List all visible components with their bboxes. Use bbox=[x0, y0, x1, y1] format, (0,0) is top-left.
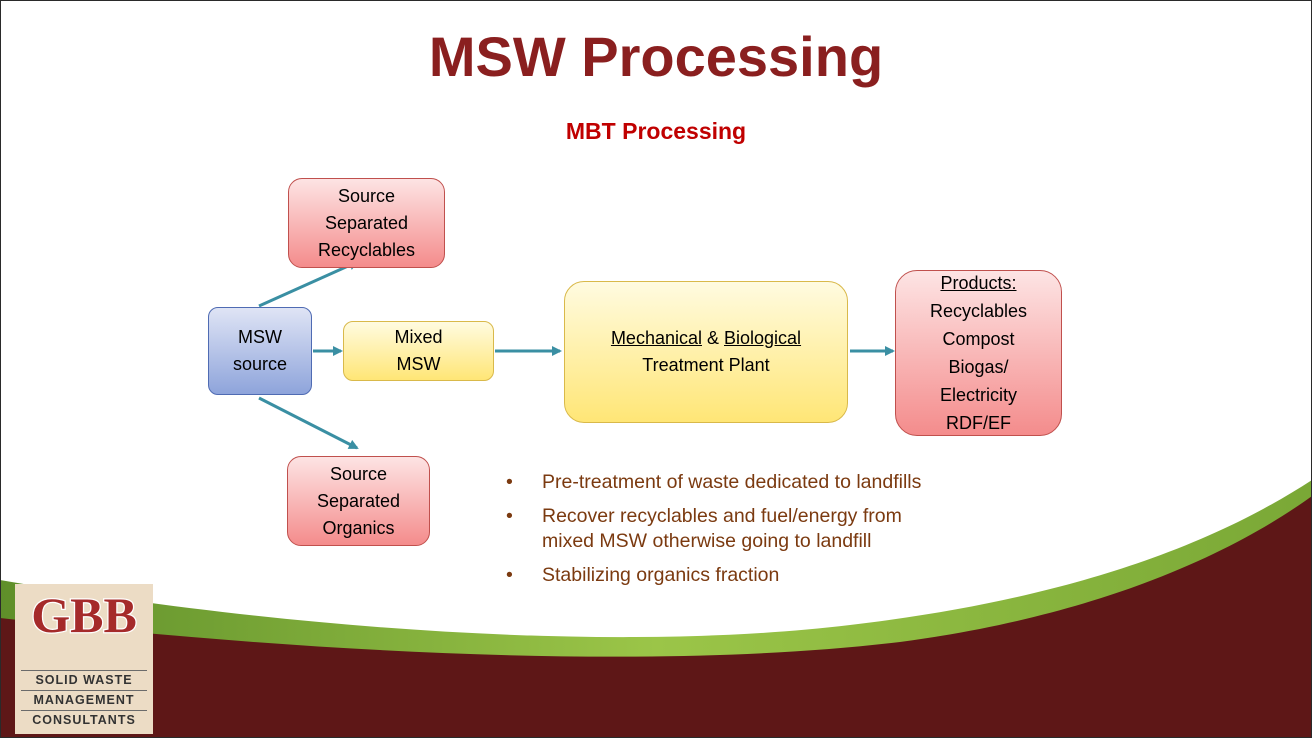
node-msw-source: MSW source bbox=[208, 307, 312, 395]
node-recyclables-line2: Separated bbox=[324, 212, 409, 233]
arrow-to-organics bbox=[258, 396, 359, 450]
page-title: MSW Processing bbox=[428, 25, 884, 88]
gbb-logo: GBB SOLID WASTE MANAGEMENT CONSULTANTS bbox=[15, 584, 153, 734]
node-organics-line2: Separated bbox=[316, 490, 401, 511]
node-organics-line1: Source bbox=[329, 463, 388, 484]
page-subtitle: MBT Processing bbox=[565, 118, 747, 144]
bullet-text: Stabilizing organics fraction bbox=[542, 564, 780, 586]
products-item: Compost bbox=[942, 329, 1015, 349]
products-item: Biogas/ bbox=[948, 357, 1009, 377]
swoosh-dark bbox=[0, 496, 1312, 738]
logo-line-2: MANAGEMENT bbox=[21, 690, 147, 707]
node-mixed-line2: MSW bbox=[396, 354, 441, 374]
bullet-text: Pre-treatment of waste dedicated to land… bbox=[542, 471, 922, 493]
bullet-dot: • bbox=[506, 564, 513, 586]
products-item: RDF/EF bbox=[946, 413, 1011, 433]
gbb-logo-text: GBB bbox=[31, 587, 137, 642]
plant-mechanical-label: Mechanical bbox=[610, 328, 702, 348]
bullet-item: • Pre-treatment of waste dedicated to lan… bbox=[506, 470, 926, 495]
gbb-logo-mark: GBB bbox=[30, 586, 138, 642]
node-products: Products: Recyclables Compost Biogas/ El… bbox=[895, 270, 1062, 436]
products-item: Recyclables bbox=[929, 301, 1028, 321]
plant-biological-label: Biological bbox=[724, 328, 802, 348]
node-msw-source-line2: source bbox=[232, 354, 288, 374]
node-msw-source-line1: MSW bbox=[238, 327, 282, 347]
bullet-item: • Recover recyclables and fuel/energy fro… bbox=[506, 504, 926, 554]
node-mixed-line1: Mixed bbox=[394, 327, 443, 347]
node-organics-line3: Organics bbox=[322, 517, 395, 538]
node-plant-line1: Mechanical & Biological bbox=[611, 325, 801, 352]
node-source-separated-recyclables: Source Separated Recyclables bbox=[288, 178, 445, 268]
node-mixed-msw: Mixed MSW bbox=[343, 321, 494, 381]
bullet-list: • Pre-treatment of waste dedicated to lan… bbox=[506, 470, 926, 597]
node-recyclables-line1: Source bbox=[337, 185, 396, 206]
products-item: Electricity bbox=[939, 385, 1017, 405]
node-treatment-plant: Mechanical & Biological Treatment Plant bbox=[564, 281, 848, 423]
products-header: Products: bbox=[940, 273, 1017, 293]
bullet-text: Recover recyclables and fuel/energy from… bbox=[542, 505, 902, 552]
logo-line-1: SOLID WASTE bbox=[21, 670, 147, 687]
plant-amp: & bbox=[701, 328, 724, 348]
node-source-separated-organics: Source Separated Organics bbox=[287, 456, 430, 546]
bullet-dot: • bbox=[506, 505, 513, 527]
bullet-item: • Stabilizing organics fraction bbox=[506, 563, 926, 588]
bullet-dot: • bbox=[506, 471, 513, 493]
node-recyclables-line3: Recyclables bbox=[317, 239, 416, 260]
arrow-to-recyclables bbox=[258, 260, 359, 308]
logo-line-3: CONSULTANTS bbox=[21, 710, 147, 727]
node-plant-line2: Treatment Plant bbox=[642, 355, 770, 375]
